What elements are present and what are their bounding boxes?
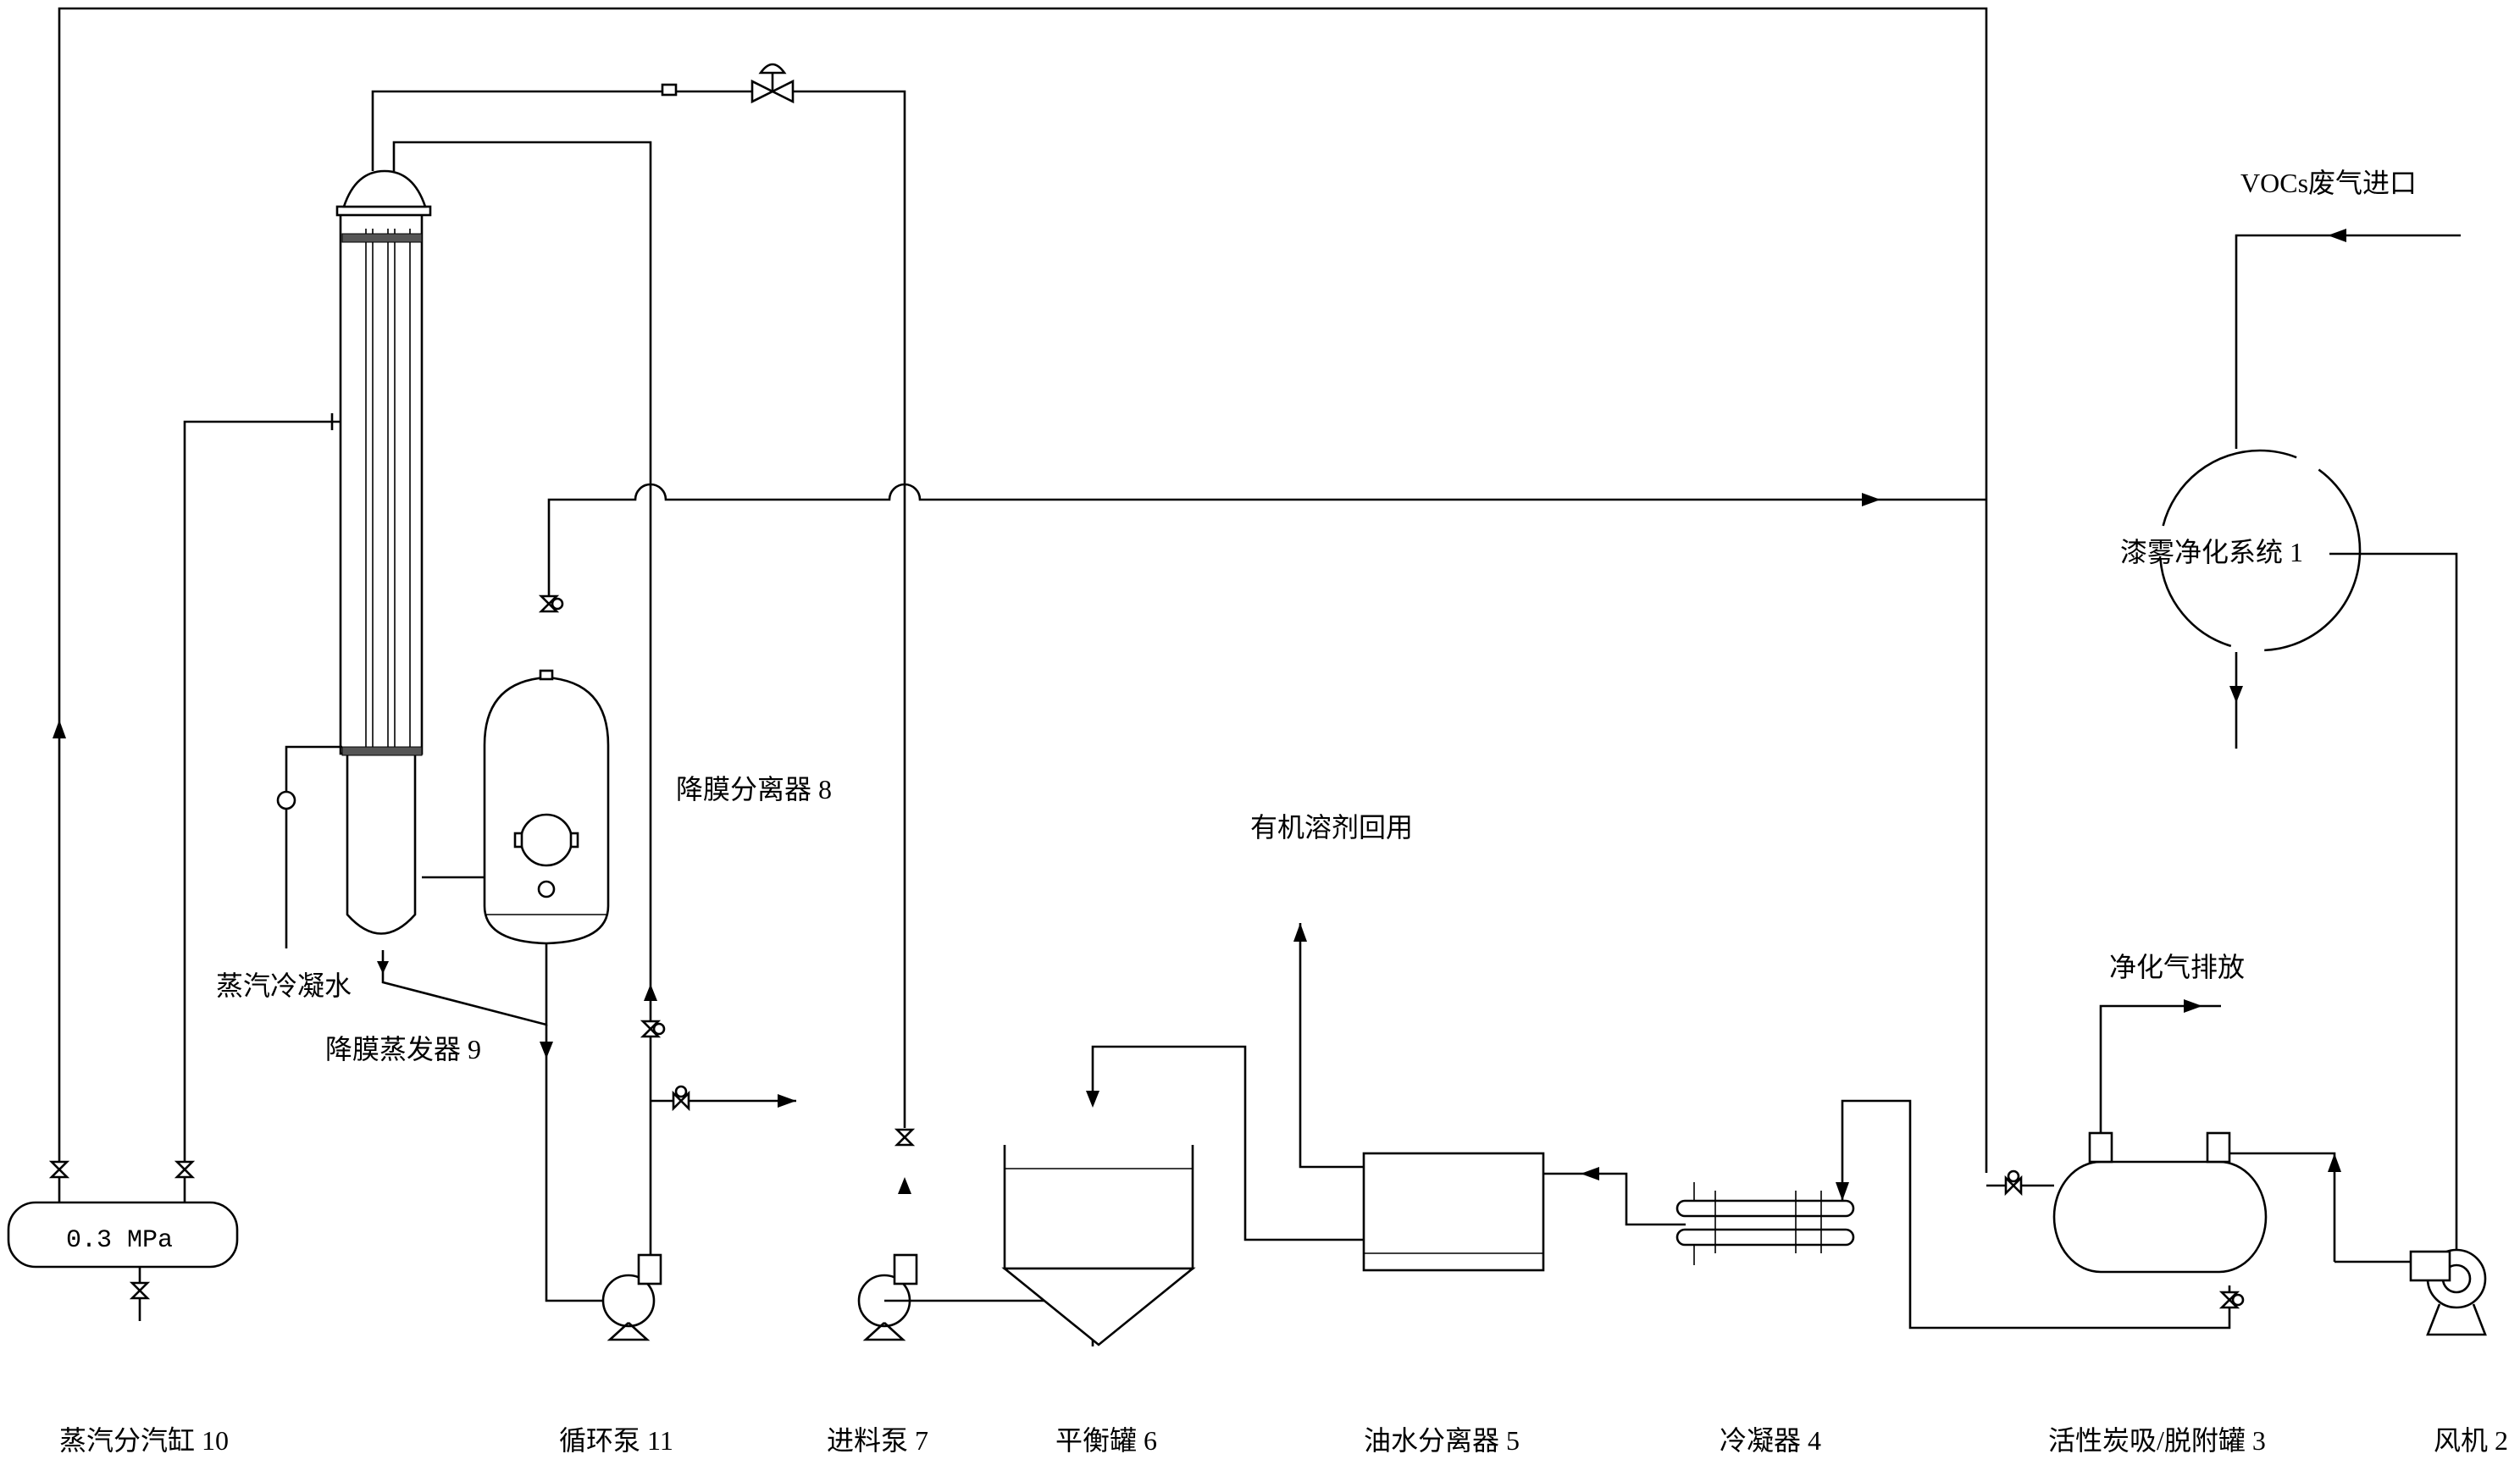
condenser: [1675, 1182, 1855, 1265]
balance-tank-inlet-line: [1091, 1045, 1364, 1241]
steam-return-line: [58, 7, 1988, 1202]
condensate-drain-line: [285, 745, 342, 948]
clean-gas-exhaust-line: [2099, 1004, 2221, 1133]
paint-mist-system-label: 漆雾净化系统 1: [2120, 537, 2303, 567]
steam-supply-line: [183, 420, 347, 1202]
carbon-adsorption-tank: [2052, 1131, 2268, 1274]
condensate-trap-icon: [276, 790, 296, 810]
fan: [2409, 1248, 2487, 1336]
separator-drain-line: [545, 1025, 629, 1302]
vapor-header-line: [547, 483, 1986, 600]
evaporator-vapor-line: [371, 90, 906, 1128]
film-separator-label: 降膜分离器 8: [676, 774, 832, 804]
clean-gas-exhaust-label: 净化气排放: [2109, 952, 2245, 982]
condenser-inlet-line: [1841, 1099, 2231, 1330]
condenser-label: 冷凝器 4: [1720, 1425, 1821, 1456]
falling-film-evaporator: [335, 169, 432, 935]
valve-tank-bottom: [2218, 1291, 2245, 1309]
condenser-to-separator-line: [1543, 1172, 1686, 1226]
flow-arrow-steam-up: [53, 720, 66, 738]
solvent-recovery-label: 有机溶剂回用: [1250, 812, 1413, 843]
film-evaporator-label: 降膜蒸发器 9: [325, 1034, 481, 1064]
valve-separator-top: [538, 594, 564, 613]
steam-header-label: 蒸汽分汽缸 10: [59, 1425, 229, 1456]
feed-pump-label: 进料泵 7: [827, 1425, 928, 1456]
evaporator-top-return-line: [392, 141, 652, 1263]
valve-circulation: [640, 1020, 666, 1038]
vocs-inlet-line: [2235, 234, 2461, 449]
balance-tank: [1001, 1145, 1196, 1346]
evaporator-bottom-drain: [381, 943, 548, 1026]
valve-header-drain: [129, 1281, 151, 1300]
steam-header: 0.3 MPa: [7, 1201, 239, 1269]
feed-pump: [857, 1253, 918, 1341]
valve-feed-line: [894, 1128, 916, 1147]
oil-water-separator: [1362, 1152, 1545, 1272]
control-valve-top: [750, 63, 795, 104]
valve-steam-return: [48, 1160, 70, 1179]
circulation-pump-label: 循环泵 11: [559, 1425, 673, 1456]
header-pressure-label: 0.3 MPa: [66, 1226, 173, 1255]
fan-label: 风机 2: [2434, 1425, 2508, 1456]
film-separator-vessel: [483, 669, 610, 945]
valve-outlet: [672, 1085, 690, 1112]
valve-steam-supply: [174, 1160, 196, 1179]
balance-tank-label: 平衡罐 6: [1055, 1425, 1157, 1456]
oil-water-separator-label: 油水分离器 5: [1364, 1425, 1520, 1456]
solvent-recovery-line: [1299, 923, 1364, 1169]
steam-condensate-label: 蒸汽冷凝水: [216, 970, 352, 1001]
flow-arrow-vocs: [2328, 229, 2346, 242]
valve-tank-inlet: [2004, 1169, 2023, 1197]
vocs-inlet-label: VOCs废气进口: [2240, 168, 2417, 198]
circulation-pump: [601, 1253, 662, 1341]
carbon-tank-label: 活性炭吸/脱附罐 3: [2048, 1425, 2266, 1456]
paint-mist-system: [2158, 449, 2362, 652]
flow-arrow-vapor: [1862, 493, 1880, 506]
flow-arrow-feed-up: [898, 1177, 911, 1194]
system-to-fan-line: [2329, 552, 2458, 1250]
